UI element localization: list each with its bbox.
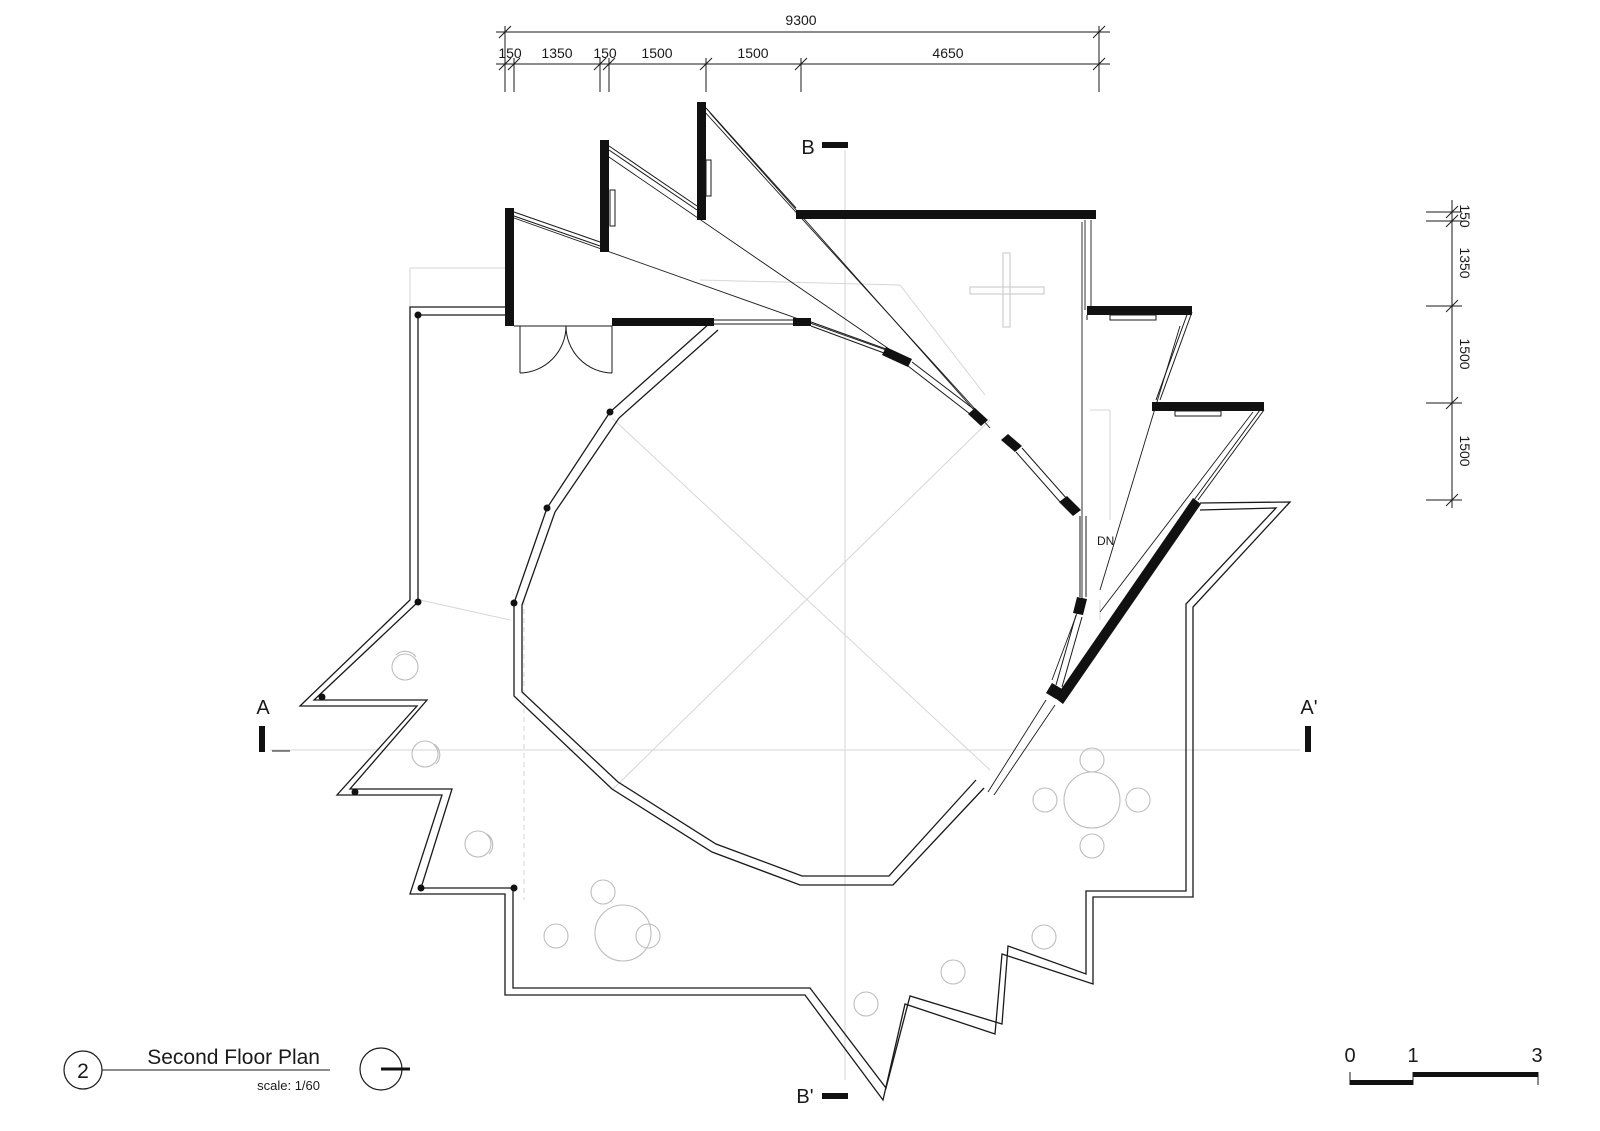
windows bbox=[513, 107, 1265, 688]
drawing-title: Second Floor Plan bbox=[147, 1046, 320, 1069]
svg-text:A: A bbox=[256, 697, 270, 719]
top-dimension-lines bbox=[496, 25, 1110, 92]
cross-symbol bbox=[969, 252, 1045, 328]
entrance-door bbox=[514, 325, 613, 374]
dim-top-2: 1350 bbox=[541, 45, 572, 61]
heavy-walls bbox=[505, 102, 1264, 704]
right-dimension-lines bbox=[1426, 200, 1462, 508]
inner-courtyard-outline bbox=[513, 322, 985, 886]
drawing-scale: scale: 1/60 bbox=[257, 1078, 320, 1093]
dim-top-1: 150 bbox=[498, 45, 522, 61]
dim-top-3: 150 bbox=[593, 45, 617, 61]
dim-right-1: 150 bbox=[1457, 204, 1473, 228]
svg-text:B': B' bbox=[796, 1086, 813, 1108]
construction-lines bbox=[270, 150, 1300, 1080]
scale-bar: 0 1 3 bbox=[1344, 1045, 1543, 1085]
svg-text:A': A' bbox=[1300, 697, 1317, 719]
svg-text:3: 3 bbox=[1531, 1045, 1542, 1067]
dim-top-6: 4650 bbox=[932, 45, 963, 61]
outer-floor-boundary bbox=[298, 306, 1292, 1102]
dim-right-2: 1350 bbox=[1457, 247, 1473, 278]
title-block: 2 Second Floor Plan scale: 1/60 bbox=[63, 1046, 330, 1093]
columns bbox=[318, 311, 614, 892]
dim-top-5: 1500 bbox=[737, 45, 768, 61]
north-arrow-icon bbox=[359, 1047, 410, 1091]
dim-right-3: 1500 bbox=[1457, 338, 1473, 369]
svg-text:B: B bbox=[801, 137, 814, 159]
section-marker-b-prime: B' bbox=[796, 1086, 848, 1108]
section-marker-b: B bbox=[801, 137, 848, 159]
section-marker-a: A bbox=[256, 697, 290, 752]
furniture bbox=[391, 650, 1151, 1017]
drawing-number: 2 bbox=[77, 1060, 89, 1083]
svg-text:1: 1 bbox=[1407, 1045, 1418, 1067]
stair-down-label: DN bbox=[1097, 534, 1114, 548]
section-marker-a-prime: A' bbox=[1300, 697, 1318, 752]
svg-text:0: 0 bbox=[1344, 1045, 1355, 1067]
dim-right-4: 1500 bbox=[1457, 435, 1473, 466]
dim-overall-9300: 9300 bbox=[785, 12, 816, 28]
dim-top-4: 1500 bbox=[641, 45, 672, 61]
